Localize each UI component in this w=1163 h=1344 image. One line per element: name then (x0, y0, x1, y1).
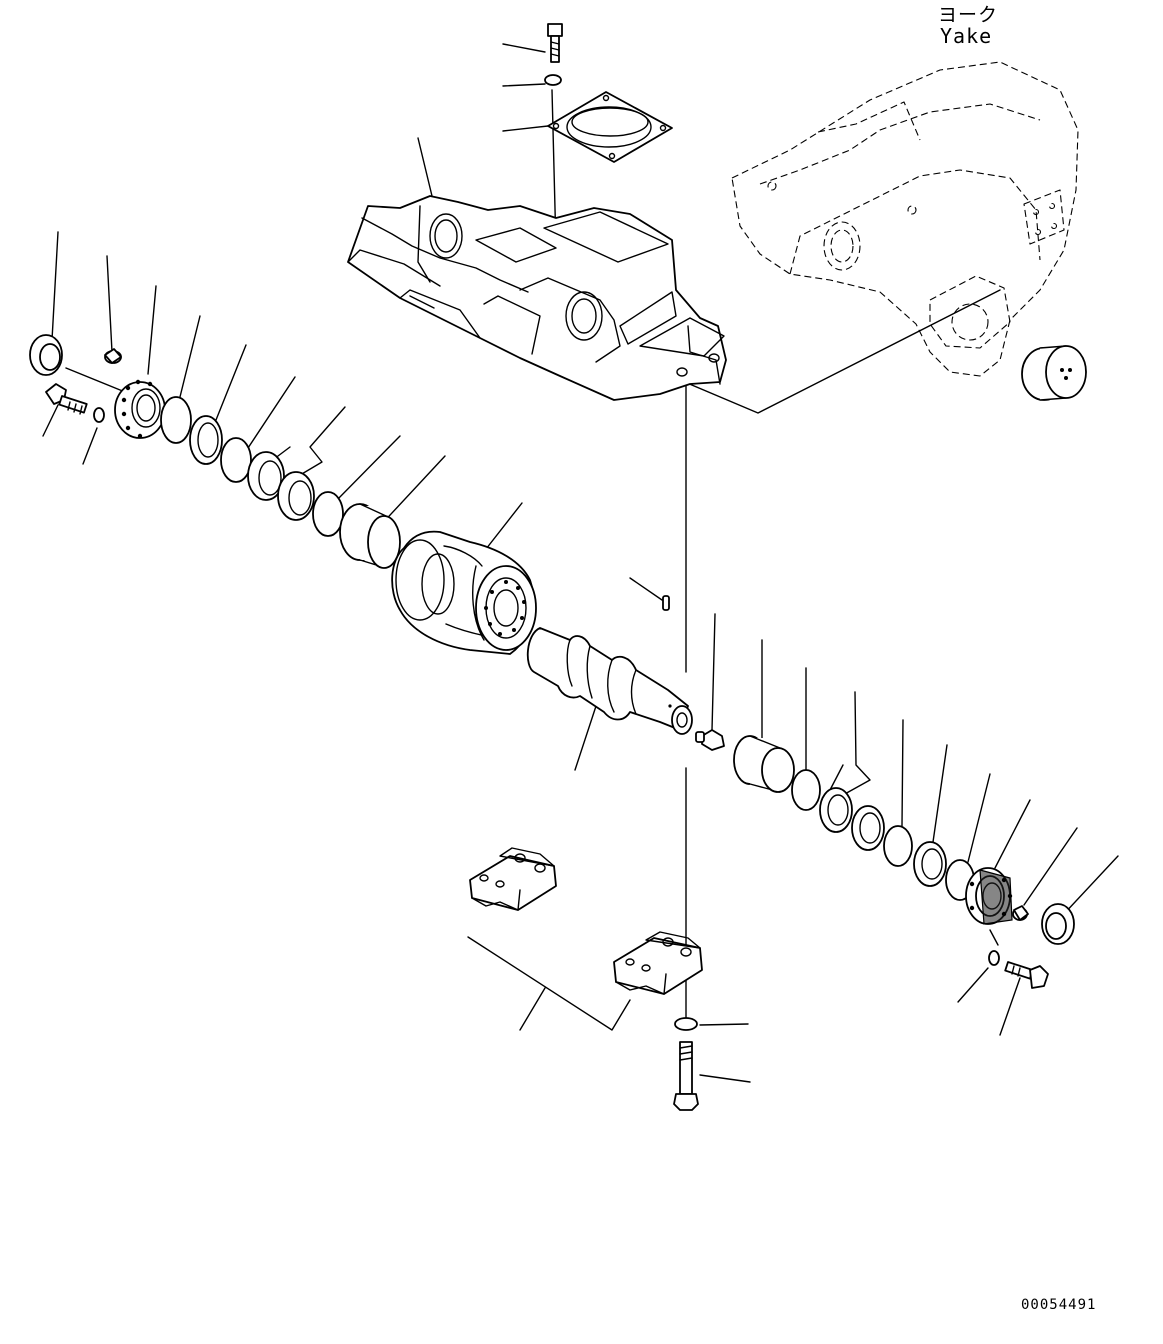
yoke-pin (1021, 345, 1087, 401)
left-floating-seal-1 (247, 451, 285, 501)
clamp-block-2 (613, 931, 703, 995)
right-seal (1041, 903, 1075, 945)
left-plug (104, 348, 122, 364)
right-o-ring-2 (883, 825, 913, 867)
roller-shaft (526, 627, 693, 735)
yoke-reference-outline (731, 61, 1079, 377)
left-o-ring-3 (312, 491, 344, 537)
bottom-bolt (673, 1041, 699, 1111)
yoke-label-en: Yake (940, 24, 993, 48)
leader-lines (42, 43, 1119, 1083)
right-floating-seal-2 (851, 805, 885, 851)
left-bushing (339, 503, 401, 569)
right-plug-2 (1012, 905, 1029, 921)
right-bolt (1004, 961, 1049, 989)
top-washer (544, 74, 562, 86)
top-bolt (547, 23, 563, 63)
right-floating-seal-1 (819, 787, 853, 833)
left-washer (93, 407, 105, 423)
yoke-label-jp: ヨーク (938, 4, 999, 26)
right-plug (695, 729, 725, 751)
bottom-washer (674, 1017, 698, 1031)
left-retainer (114, 379, 166, 439)
dowel-pin (662, 595, 670, 611)
left-seal (29, 334, 63, 376)
left-thrust-ring (189, 415, 223, 465)
right-washer (988, 950, 1000, 966)
left-o-ring-2 (220, 437, 252, 483)
left-floating-seal-2 (277, 471, 315, 521)
track-roller (391, 530, 537, 655)
right-thrust-ring (913, 841, 947, 887)
left-bolt (45, 383, 88, 415)
right-bushing (733, 735, 795, 793)
right-o-ring-1 (791, 769, 821, 811)
right-retainer (965, 867, 1013, 925)
cover-plate (547, 91, 673, 163)
clamp-block-1 (469, 847, 557, 911)
left-o-ring-1 (160, 396, 192, 444)
document-id: 00054491 (1021, 1297, 1097, 1313)
roller-frame (347, 195, 727, 401)
